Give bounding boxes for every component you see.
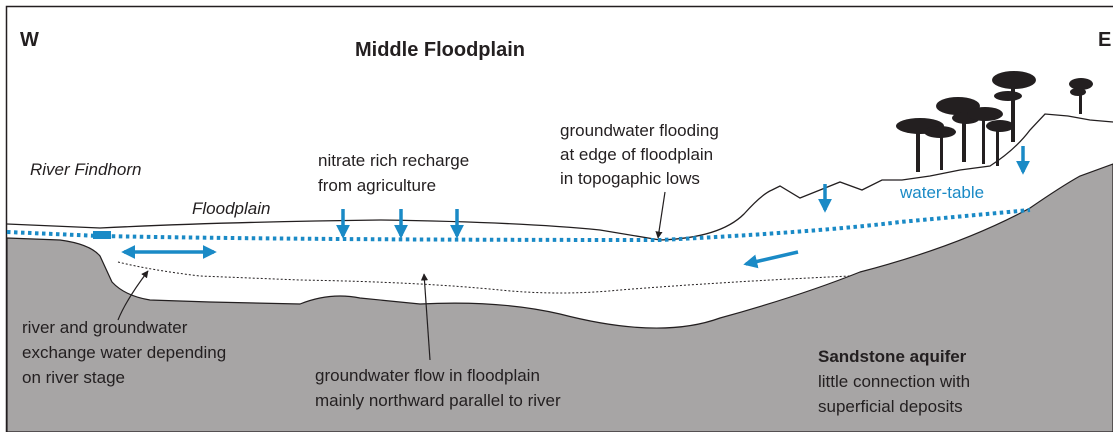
floodplain-label: Floodplain: [192, 199, 270, 218]
floodplain-deposit-boundary: [117, 261, 851, 294]
water-table-label: water-table: [899, 183, 984, 202]
exchange-pointer-arrow: [117, 270, 149, 321]
exchange-label-line3: on river stage: [22, 368, 125, 387]
sandstone-bedrock: [6, 163, 1113, 432]
exchange-label-line1: river and groundwater: [22, 318, 188, 337]
tree-icon: [896, 71, 1093, 172]
flooding-label-line2: at edge of floodplain: [560, 145, 713, 164]
river-label: River Findhorn: [30, 160, 142, 179]
diagram-frame: [5, 5, 1113, 432]
diagram-title: Middle Floodplain: [355, 39, 525, 61]
exchange-label-line2: exchange water depending: [22, 343, 226, 362]
aquifer-title: Sandstone aquifer: [818, 347, 967, 366]
recharge-label-line1: nitrate rich recharge: [318, 151, 469, 170]
flow-label-line2: mainly northward parallel to river: [315, 391, 561, 410]
flow-label-line1: groundwater flow in floodplain: [315, 366, 540, 385]
recharge-label-line2: from agriculture: [318, 176, 436, 195]
flooding-label-line1: groundwater flooding: [560, 121, 719, 140]
groundwater-flow-arrow: [743, 250, 799, 269]
river-channel: [93, 231, 111, 239]
aquifer-desc-line1: little connection with: [818, 372, 970, 391]
flooding-label-line3: in topogaphic lows: [560, 169, 700, 188]
ground-surface-line: [6, 113, 1113, 241]
flow-pointer-arrow: [420, 273, 431, 361]
west-label: W: [20, 29, 39, 51]
aquifer-desc-line2: superficial deposits: [818, 397, 963, 416]
water-table-line: [6, 208, 1031, 243]
flooding-pointer-arrow: [655, 191, 666, 239]
east-label: E: [1098, 29, 1111, 51]
